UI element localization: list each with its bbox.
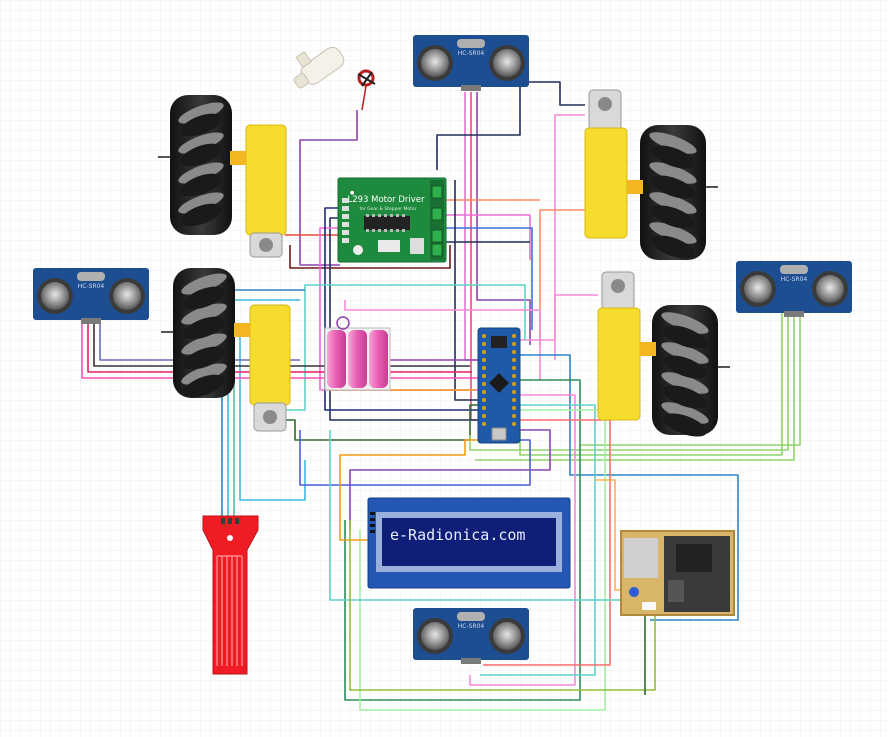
svg-text:●: ● — [350, 190, 355, 196]
sensor-label: HC-SR04 — [458, 623, 485, 630]
wire — [445, 214, 531, 260]
lcd-text: e-Radionica.com — [390, 526, 525, 544]
mecanum-wheel-top-left[interactable] — [158, 95, 232, 235]
lcd-display[interactable]: e-Radionica.com — [367, 497, 571, 589]
ultrasonic-sensor-right[interactable]: HC-SR04 — [736, 261, 852, 317]
mecanum-wheel-bottom-left[interactable] — [161, 268, 235, 402]
driver-subtitle: for Gear & Stepper Motor — [359, 206, 416, 212]
dust-sensor[interactable] — [620, 530, 735, 616]
wire — [483, 419, 611, 666]
wire — [519, 313, 783, 456]
wire — [344, 300, 541, 380]
mecanum-wheel-top-right[interactable] — [640, 125, 718, 263]
wire — [520, 354, 739, 621]
wire — [289, 245, 451, 269]
wire — [469, 313, 789, 451]
sensor-label: HC-SR04 — [458, 50, 485, 57]
gear-motor-bottom-left[interactable] — [234, 304, 291, 432]
ultrasonic-sensor-top[interactable]: HC-SR04 — [413, 35, 529, 91]
wire — [539, 209, 590, 345]
wire — [475, 313, 795, 461]
water-pump[interactable] — [284, 35, 376, 111]
sensor-label: HC-SR04 — [78, 283, 105, 290]
gear-motor-bottom-right[interactable] — [597, 271, 656, 421]
l293-motor-driver[interactable]: ● L293 Motor Driver for Gear & Stepper M… — [337, 177, 447, 263]
wire — [445, 227, 533, 330]
wire — [339, 439, 480, 541]
wire — [480, 404, 596, 676]
wire — [359, 409, 606, 711]
wire — [554, 294, 598, 360]
driver-title: L293 Motor Driver — [347, 195, 425, 205]
water-level-sensor[interactable] — [202, 515, 259, 675]
mecanum-wheel-bottom-right[interactable] — [652, 305, 730, 441]
wire — [520, 114, 585, 341]
wire — [285, 284, 526, 411]
battery-pack[interactable] — [324, 316, 391, 391]
wire — [329, 217, 480, 421]
ultrasonic-sensor-bottom[interactable]: HC-SR04 — [413, 608, 529, 664]
wire — [324, 207, 480, 411]
sensor-label: HC-SR04 — [781, 276, 808, 283]
wire — [454, 180, 480, 401]
wire — [344, 379, 581, 701]
wire — [349, 429, 551, 530]
wire — [299, 430, 531, 486]
wire — [239, 330, 306, 501]
wire — [469, 394, 576, 686]
gear-motor-top-right[interactable] — [584, 89, 643, 239]
ultrasonic-sensor-left[interactable]: HC-SR04 — [33, 268, 149, 324]
wire — [476, 92, 531, 345]
wire — [329, 430, 620, 601]
gear-motor-top-left[interactable] — [230, 124, 287, 258]
wire — [299, 110, 358, 266]
wire — [580, 313, 801, 446]
arduino-nano[interactable] — [477, 327, 521, 444]
wire — [285, 404, 480, 441]
